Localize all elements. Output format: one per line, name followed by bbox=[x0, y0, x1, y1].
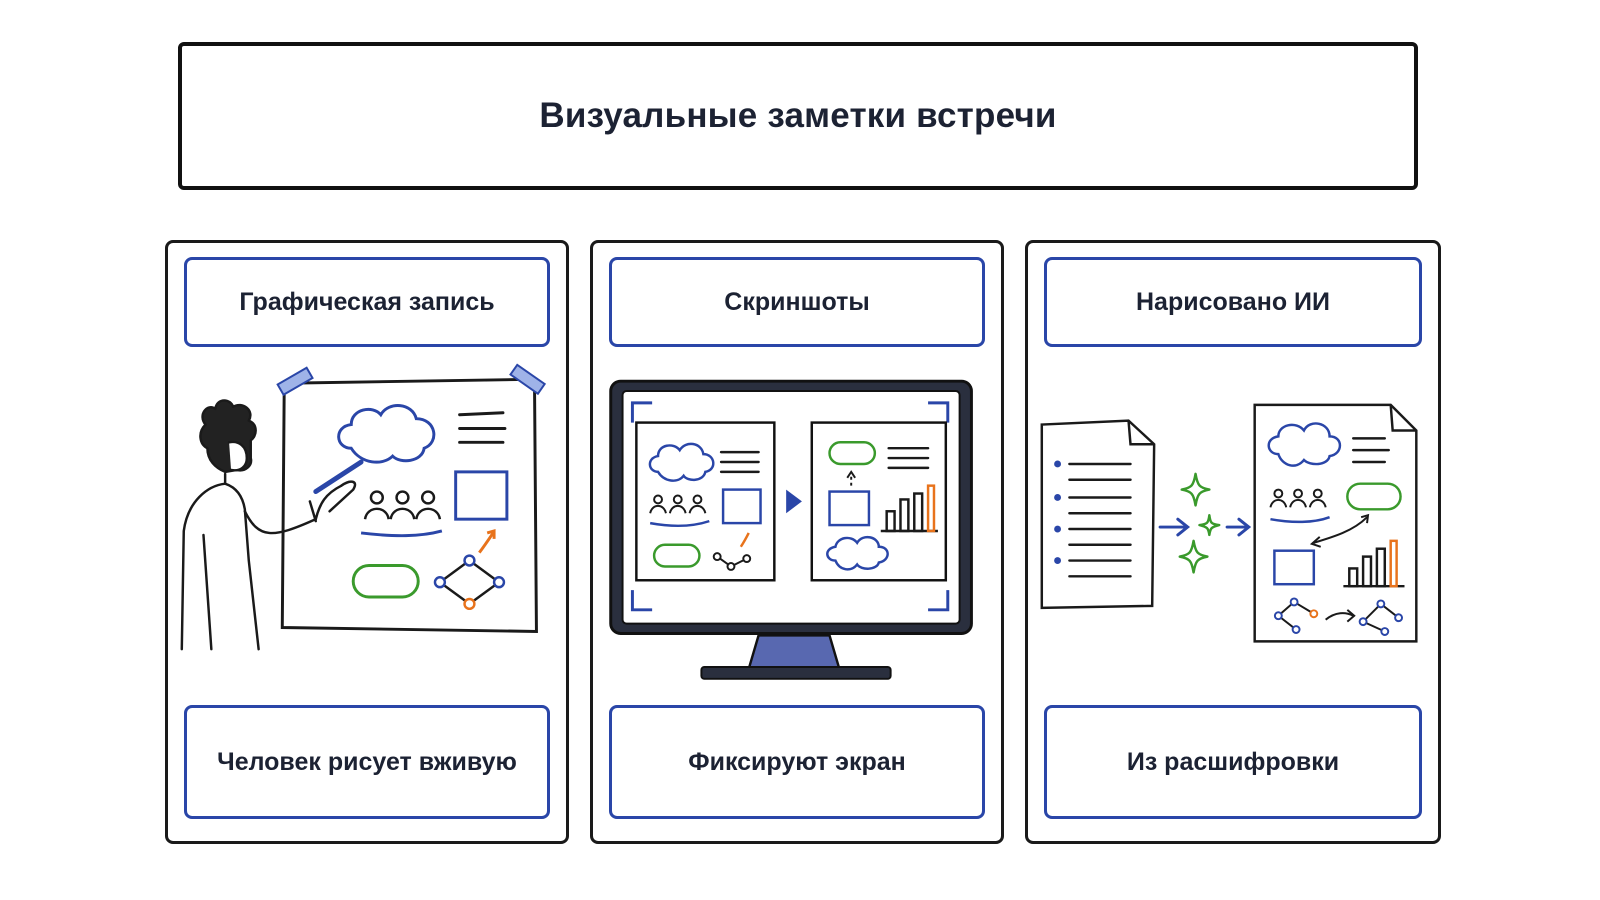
title-box: Визуальные заметки встречи bbox=[178, 42, 1418, 190]
panel-screenshots: Скриншоты bbox=[590, 240, 1004, 844]
panel-footer: Из расшифровки bbox=[1044, 705, 1422, 819]
bar-chart-icon bbox=[880, 484, 938, 533]
panel-footer: Фиксируют экран bbox=[609, 705, 985, 819]
network-icon bbox=[433, 554, 506, 611]
panel-header: Нарисовано ИИ bbox=[1044, 257, 1422, 347]
cloud-icon bbox=[826, 535, 889, 571]
person-icon bbox=[180, 399, 364, 651]
person-drawing-on-board-icon bbox=[180, 363, 547, 651]
monitor-screenshots-icon bbox=[609, 379, 973, 680]
document-icon bbox=[1040, 419, 1156, 610]
bar-chart-icon bbox=[1343, 539, 1405, 588]
people-icon bbox=[363, 490, 442, 520]
cloud-icon bbox=[337, 404, 436, 464]
panel-header: Скриншоты bbox=[609, 257, 985, 347]
network-icon bbox=[1273, 597, 1319, 634]
cloud-icon bbox=[648, 442, 715, 482]
panel-header: Графическая запись bbox=[184, 257, 550, 347]
panel-graphic-recording: Графическая запись bbox=[165, 240, 569, 844]
panel-ai-drawn: Нарисовано ИИ bbox=[1025, 240, 1441, 844]
sparkle-icon bbox=[1178, 472, 1221, 574]
page-title: Визуальные заметки встречи bbox=[539, 96, 1057, 135]
ai-transcript-to-sketch-icon bbox=[1040, 403, 1418, 643]
document-icon bbox=[1253, 403, 1418, 643]
cloud-icon bbox=[1267, 422, 1342, 467]
panel-footer: Человек рисует вживую bbox=[184, 705, 550, 819]
